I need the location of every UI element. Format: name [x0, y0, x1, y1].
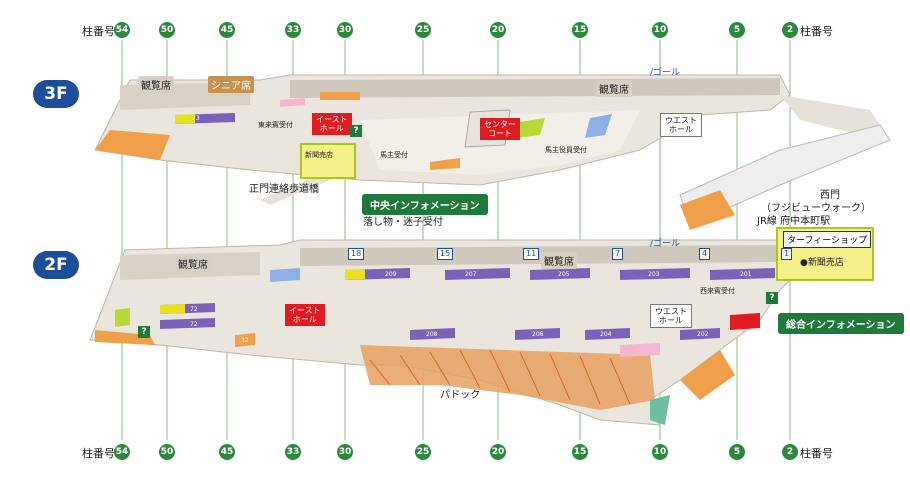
floor2-plate: [89, 239, 801, 426]
f2-num-4: 4: [699, 248, 711, 260]
f2-zone-seats-right: 観覧席: [541, 252, 577, 269]
pillar-10-bottom: 10: [652, 444, 668, 460]
f2-room-204: 204: [600, 331, 612, 338]
f2-paddock: パドック: [440, 390, 481, 401]
jr-station-label: JR線 府中本町駅: [757, 216, 831, 227]
f2-room-209: 209: [385, 271, 397, 278]
turfy-shop-title: ターフィーショップ: [783, 231, 872, 248]
f3-goal-label: /ゴール: [650, 68, 681, 78]
turfy-newsstand: ●新聞売店: [800, 258, 844, 268]
f3-horse-owner-reception: 馬主受付: [380, 151, 408, 159]
pillar-33-bottom: 33: [285, 444, 301, 460]
pillar-5-bottom: 5: [729, 444, 745, 460]
pillar-25-top: 25: [415, 22, 431, 38]
f2-room-206: 206: [532, 331, 544, 338]
pillar-5-top: 5: [729, 22, 745, 38]
f3-goal-text: ゴール: [653, 68, 681, 78]
f3-horse-owner-officer-reception: 馬主役員受付: [545, 146, 587, 154]
f2-room-32: 32: [241, 337, 249, 344]
f2-general-information: 総合インフォメーション: [778, 313, 904, 334]
f2-goal-label: /ゴール: [650, 239, 681, 249]
pillar-50-bottom: 50: [159, 444, 175, 460]
pillar-50-top: 50: [159, 22, 175, 38]
f3-center-court: センター コート: [480, 118, 520, 140]
f3-zone-seats-left: 観覧席: [138, 76, 174, 93]
pillar-45-bottom: 45: [219, 444, 235, 460]
f2-east-hall: イースト ホール: [285, 304, 325, 326]
f2-num-1: 1: [781, 248, 793, 260]
pillar-2-top: 2: [782, 22, 798, 38]
f2-num-15: 15: [437, 248, 454, 260]
f2-num-11: 11: [523, 248, 540, 260]
f3-gate-walkway: 正門連絡歩道橋: [249, 184, 319, 195]
f3-room-73: 73: [192, 115, 200, 122]
west-gate-label: 西門: [820, 190, 840, 201]
fuji-view-walk-label: （フジビューウォーク）: [761, 203, 871, 214]
f2-num-18: 18: [348, 248, 365, 260]
f2-room-72b: 72: [190, 321, 198, 328]
pillar-20-bottom: 20: [490, 444, 506, 460]
f3-zone-seats-right: 観覧席: [596, 80, 632, 97]
f2-goal-text: ゴール: [653, 239, 681, 249]
f2-room-207: 207: [465, 271, 477, 278]
f2-info-icon-left: ?: [138, 326, 150, 338]
pillar-label-right-bottom: 柱番号: [800, 447, 833, 460]
f2-zone-seats-left: 観覧席: [175, 255, 211, 272]
pillar-20-top: 20: [490, 22, 506, 38]
f3-newsstand-box: [300, 143, 356, 179]
floor-badge-3f: 3F: [33, 80, 79, 108]
pillar-15-bottom: 15: [572, 444, 588, 460]
f3-zone-senior: シニア席: [208, 76, 254, 93]
f3-west-hall: ウエスト ホール: [660, 113, 702, 137]
pillar-25-bottom: 25: [415, 444, 431, 460]
f2-west-hall: ウエスト ホール: [650, 304, 692, 328]
f2-num-7: 7: [612, 248, 624, 260]
pillar-54-top: 54: [114, 22, 130, 38]
pillar-30-top: 30: [337, 22, 353, 38]
f3-central-information: 中央インフォメーション: [362, 194, 488, 215]
pillar-30-bottom: 30: [337, 444, 353, 460]
f2-room-201: 201: [740, 271, 752, 278]
pillar-label-right-top: 柱番号: [800, 25, 833, 38]
pillar-45-top: 45: [219, 22, 235, 38]
f3-newsstand-label: 新聞売店: [305, 151, 333, 159]
pillar-label-left-top: 柱番号: [82, 25, 115, 38]
pillar-33-top: 33: [285, 22, 301, 38]
pillar-54-bottom: 54: [114, 444, 130, 460]
f2-room-203: 203: [648, 271, 660, 278]
f3-lost-found: 落し物・迷子受付: [363, 217, 443, 228]
f2-room-205: 205: [558, 271, 570, 278]
f3-east-hall: イースト ホール: [312, 113, 352, 135]
f2-info-icon-right: ?: [766, 292, 778, 304]
f2-room-202: 202: [697, 331, 709, 338]
f2-room-72a: 72: [190, 306, 198, 313]
f3-east-owner-reception: 東来賓受付: [258, 121, 293, 129]
f2-room-208: 208: [426, 331, 438, 338]
pillar-15-top: 15: [572, 22, 588, 38]
f3-info-icon: ?: [350, 125, 362, 137]
pillar-label-left-bottom: 柱番号: [82, 447, 115, 460]
floor-badge-2f: 2F: [33, 251, 79, 279]
f2-west-owner-reception: 西来賓受付: [700, 287, 735, 295]
pillar-2-bottom: 2: [782, 444, 798, 460]
pillar-10-top: 10: [652, 22, 668, 38]
